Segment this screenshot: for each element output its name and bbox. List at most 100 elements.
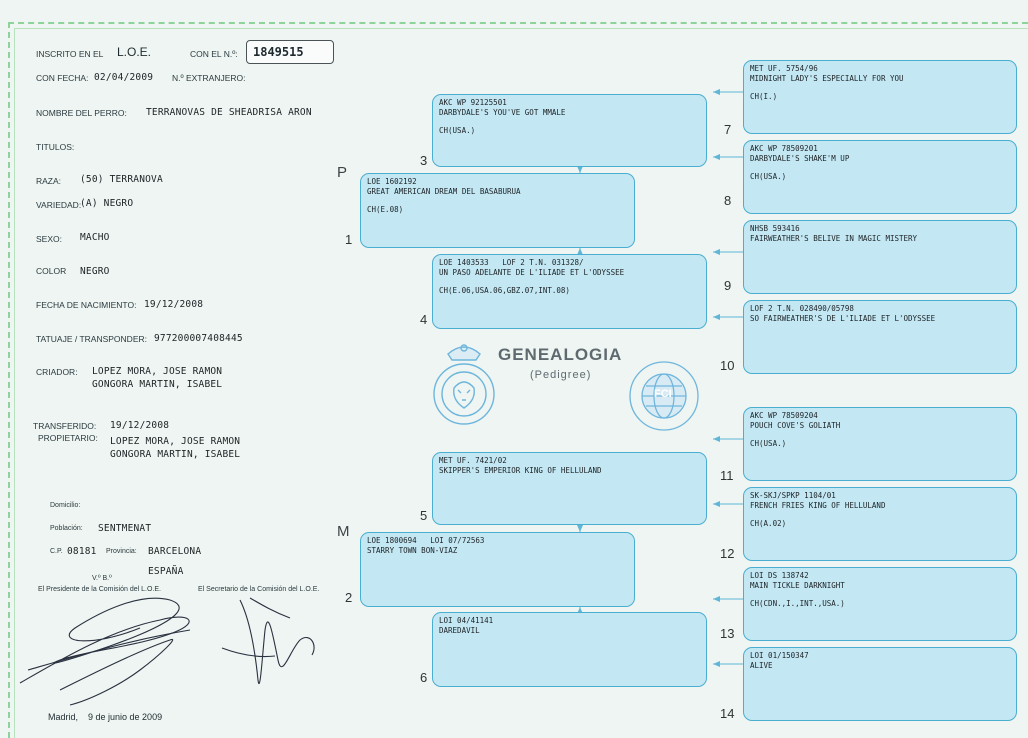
connector-arrow: [577, 525, 583, 532]
ancestor-line: MET UF. 5754/96: [750, 64, 818, 73]
ancestor-line: CH(E.06,USA.06,GBZ.07,INT.08): [439, 286, 570, 295]
connector-arrow: [713, 89, 720, 95]
ancestor-line: DARBYDALE'S SHAKE'M UP: [750, 154, 850, 163]
tatuaje-label: TATUAJE / TRANSPONDER:: [36, 334, 147, 344]
provincia-value: BARCELONA: [148, 546, 202, 557]
nombre-label: NOMBRE DEL PERRO:: [36, 108, 127, 118]
sexo-label: SEXO:: [36, 234, 62, 244]
nombre-value: TERRANOVAS DE SHEADRISA ARON: [146, 107, 312, 118]
ancestor-line: CH(CDN.,I.,INT.,USA.): [750, 599, 845, 608]
ancestor-line: LOF 2 T.N. 028490/05798: [750, 304, 854, 313]
ancestor-line: LOI 01/150347: [750, 651, 809, 660]
presidente-label: El Presidente de la Comisión del L.O.E.: [38, 586, 161, 593]
ancestor-line: STARRY TOWN BON-VIAZ: [367, 546, 458, 555]
nacimiento-label: FECHA DE NACIMIENTO:: [36, 300, 137, 310]
criador-label: CRIADOR:: [36, 367, 78, 377]
vb-label: V.º B.º: [92, 575, 112, 582]
ancestor-line: FRENCH FRIES KING OF HELLULAND: [750, 501, 886, 510]
fci-label: FCI: [654, 388, 672, 400]
ancestor-line: LOE 1602192: [367, 177, 417, 186]
ancestor-line: NHSB 593416: [750, 224, 800, 233]
variedad-value: (A) NEGRO: [80, 198, 134, 209]
green-border-inner: [14, 28, 1028, 738]
propietario-value-1: LOPEZ MORA, JOSE RAMON: [110, 436, 241, 447]
sexo-value: MACHO: [80, 232, 110, 243]
connector-arrow: [713, 314, 720, 320]
ancestor-number-1: 1: [345, 232, 353, 247]
ancestor-number-3: 3: [420, 153, 428, 168]
ancestor-line: CH(USA.): [750, 172, 787, 181]
color-value: NEGRO: [80, 266, 110, 277]
place-date: Madrid, 9 de junio de 2009: [48, 712, 163, 722]
ancestor-number-8: 8: [724, 193, 732, 208]
ancestor-number-7: 7: [724, 122, 732, 137]
nacimiento-value: 19/12/2008: [144, 299, 204, 310]
ancestor-number-6: 6: [420, 670, 428, 685]
con-numero-label: CON EL N.º:: [190, 49, 238, 59]
ancestor-line: MAIN TICKLE DARKNIGHT: [750, 581, 845, 590]
ancestor-line: SO FAIRWEATHER'S DE L'ILIADE ET L'ODYSSE…: [750, 314, 936, 323]
fci-seal-icon: [629, 361, 699, 431]
ancestor-number-11: 11: [720, 468, 734, 483]
fecha-label: CON FECHA:: [36, 73, 89, 83]
ancestor-line: AKC WP 78509201: [750, 144, 818, 153]
genealogia-title: GENEALOGIA: [498, 345, 623, 364]
ancestor-number-9: 9: [724, 278, 732, 293]
cp-label: C.P.: [50, 548, 63, 555]
pais-value: ESPAÑA: [148, 566, 184, 577]
ancestor-line: CH(USA.): [750, 439, 787, 448]
ancestor-line: LOE 1403533 LOF 2 T.N. 031328/: [439, 258, 584, 267]
ancestor-line: UN PASO ADELANTE DE L'ILIADE ET L'ODYSSE…: [439, 268, 625, 277]
variedad-label: VARIEDAD:: [36, 200, 82, 210]
connector-arrow: [713, 249, 720, 255]
connector-arrow: [713, 661, 720, 667]
domicilio-label: Domicilio:: [50, 502, 81, 509]
ancestor-line: ALIVE: [750, 661, 773, 670]
ancestor-number-4: 4: [420, 312, 428, 327]
ancestor-line: CH(A.02): [750, 519, 787, 528]
ancestor-line: LOE 1800694 LOI 07/72563: [367, 536, 485, 545]
ancestor-line: MET UF. 7421/02: [439, 456, 507, 465]
raza-label: RAZA:: [36, 176, 62, 186]
extranjero-label: N.º EXTRANJERO:: [172, 73, 246, 83]
ancestor-line: DARBYDALE'S YOU'VE GOT MMALE: [439, 108, 566, 117]
sire-letter: P: [337, 164, 348, 181]
ancestor-line: FAIRWEATHER'S BELIVE IN MAGIC MISTERY: [750, 234, 918, 243]
ancestor-line: CH(I.): [750, 92, 778, 101]
ancestor-line: AKC WP 92125501: [439, 98, 507, 107]
titulos-label: TITULOS:: [36, 142, 75, 152]
ancestor-line: DAREDAVIL: [439, 626, 480, 635]
propietario-value-2: GONGORA MARTIN, ISABEL: [110, 449, 241, 460]
ancestor-line: GREAT AMERICAN DREAM DEL BASABURUA: [367, 187, 521, 196]
connector-arrow: [577, 248, 583, 255]
connector-arrow: [713, 501, 720, 507]
green-border: [8, 22, 1028, 738]
inscrito-label: INSCRITO EN EL: [36, 49, 104, 59]
pedigree-subtitle: (Pedigree): [530, 369, 592, 381]
ancestor-line: CH(USA.): [439, 126, 476, 135]
ancestor-line: SK-SKJ/SPKP 1104/01: [750, 491, 836, 500]
ancestor-line: LOI DS 138742: [750, 571, 809, 580]
connector-arrow: [713, 154, 720, 160]
criador-value-2: GONGORA MARTIN, ISABEL: [92, 379, 223, 390]
transferido-value: 19/12/2008: [110, 420, 170, 431]
ancestor-number-2: 2: [345, 590, 353, 605]
secretario-label: El Secretario de la Comisión del L.O.E.: [198, 586, 320, 593]
rsce-seal-icon: [433, 344, 495, 425]
ancestor-box-4: LOE 1403533 LOF 2 T.N. 031328/UN PASO AD…: [432, 254, 707, 329]
poblacion-label: Población:: [50, 525, 83, 532]
registration-number-box: 1849515: [246, 40, 334, 64]
poblacion-value: SENTMENAT: [98, 523, 152, 534]
